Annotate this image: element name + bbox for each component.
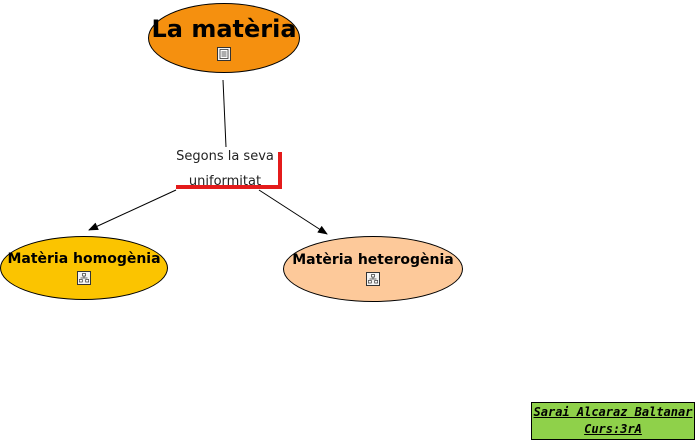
link-phrase-line1: Segons la seva bbox=[176, 149, 274, 164]
link-phrase: Segons la seva uniformitat bbox=[160, 144, 290, 194]
concept-label: Matèria homogènia bbox=[7, 251, 161, 267]
link-phrase-line2: uniformitat bbox=[188, 174, 262, 189]
concept-map-icon[interactable] bbox=[366, 272, 380, 286]
course-name: Curs:3rA bbox=[584, 422, 642, 436]
concept-label: La matèria bbox=[151, 15, 297, 43]
concept-materia-heterogenia[interactable]: Matèria heterogènia bbox=[283, 236, 463, 302]
root-to-label-line bbox=[222, 79, 227, 148]
author-name: Sarai Alcaraz Baltanar bbox=[533, 405, 693, 419]
arrow-to-homogenia bbox=[88, 189, 177, 231]
concept-map-icon[interactable] bbox=[77, 271, 91, 285]
concept-la-materia[interactable]: La matèria bbox=[148, 3, 300, 73]
document-icon[interactable] bbox=[217, 47, 231, 61]
arrow-to-heterogenia bbox=[258, 189, 328, 235]
author-credit-box: Sarai Alcaraz Baltanar Curs:3rA bbox=[531, 402, 695, 440]
concept-materia-homogenia[interactable]: Matèria homogènia bbox=[0, 236, 168, 300]
selection-bracket bbox=[176, 152, 282, 189]
concept-label: Matèria heterogènia bbox=[292, 252, 454, 268]
